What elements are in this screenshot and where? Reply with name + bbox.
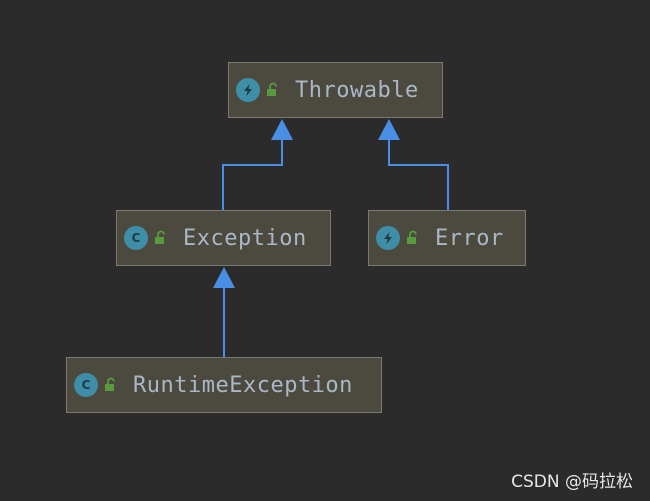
unlocked-icon [405,230,421,246]
class-icon: C [74,373,98,397]
node-label: Error [435,225,504,251]
edge-exception-to-throwable [222,119,293,210]
watermark: CSDN @码拉松 [511,472,633,492]
node-runtime-exception[interactable]: C RuntimeException [66,357,382,413]
interface-icon [236,78,260,102]
node-label: RuntimeException [133,372,353,398]
unlocked-icon [265,82,281,98]
interface-icon [376,226,400,250]
node-exception[interactable]: C Exception [116,210,331,266]
unlocked-icon [153,230,169,246]
node-label: Exception [183,225,307,251]
node-throwable[interactable]: Throwable [228,62,443,118]
unlocked-icon [103,377,119,393]
edge-error-to-throwable [378,119,449,210]
edge-runtimeexception-to-exception [213,267,235,357]
node-label: Throwable [295,77,419,103]
node-error[interactable]: Error [368,210,526,266]
class-icon: C [124,226,148,250]
